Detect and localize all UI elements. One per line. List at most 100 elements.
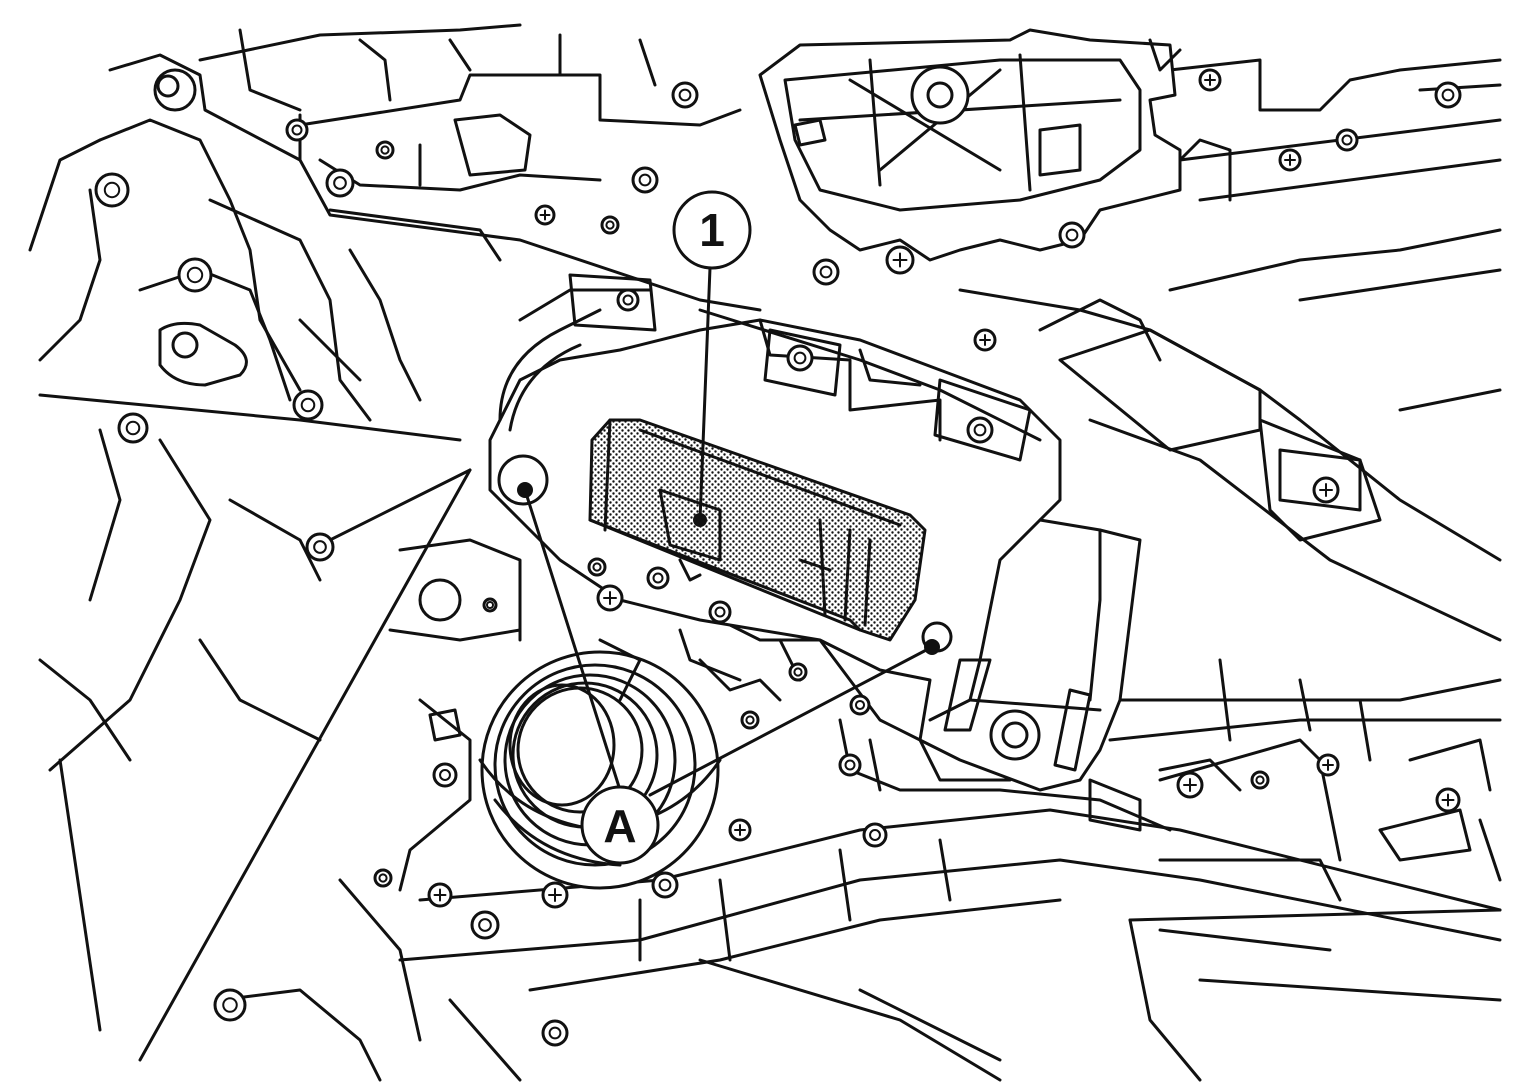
leader-dot-a-left (517, 482, 533, 498)
bolt-center (592, 562, 602, 572)
leader-dot-part-1 (693, 513, 707, 527)
screw-cross (433, 888, 447, 902)
bolt-center (714, 606, 726, 618)
bolt-icon (838, 753, 862, 777)
bolt-icon (482, 597, 498, 613)
bolt-center (1341, 134, 1353, 146)
bolt-icon (812, 258, 840, 286)
leader-line-a-left (523, 488, 622, 792)
bolt-icon (1250, 770, 1270, 790)
bolt-icon (213, 988, 247, 1022)
right-structure (958, 228, 1502, 642)
screw-cross (603, 591, 617, 605)
bolt-icon (740, 710, 760, 730)
callout-part-1: 1 (672, 190, 752, 270)
bolt-center (380, 145, 390, 155)
bolt-icon (325, 168, 355, 198)
bolt-icon (616, 288, 640, 312)
screw-cross (1441, 793, 1455, 807)
bolt-center (678, 88, 692, 102)
screw-cross (1204, 74, 1216, 86)
bolt-icon (470, 910, 500, 940)
bolt-icon (966, 416, 994, 444)
bolt-center (652, 572, 664, 584)
callout-leaders (517, 266, 940, 797)
screw-cross (1183, 778, 1197, 792)
bolt-center (638, 173, 652, 187)
bolt-center (222, 997, 238, 1013)
bolt-icon (671, 81, 699, 109)
screw-cross (1319, 483, 1333, 497)
bolt-icon (631, 166, 659, 194)
bolt-icon (1058, 221, 1086, 249)
bolt-center (125, 420, 141, 436)
bolt-icon (849, 694, 871, 716)
bolt-center (658, 878, 672, 892)
screw-cross (539, 209, 551, 221)
bolt-icon (305, 532, 335, 562)
bolt-center (486, 601, 494, 609)
bolt-center (605, 220, 615, 230)
screw-cross (734, 824, 746, 836)
bolt-icon (1434, 81, 1462, 109)
bolt-group (94, 68, 1462, 1047)
bolt-center (548, 1026, 562, 1040)
bolt-center (854, 699, 866, 711)
bolt-center (1255, 775, 1265, 785)
bolt-center (1065, 228, 1079, 242)
callout-circle-part-1 (672, 190, 752, 270)
bolt-center (745, 715, 755, 725)
bolt-icon (117, 412, 149, 444)
bolt-icon (646, 566, 670, 590)
screw-cross (1284, 154, 1296, 166)
bolt-center (439, 769, 451, 781)
left-structure (28, 68, 502, 1062)
bolt-center (186, 266, 204, 284)
screw-cross (1322, 759, 1334, 771)
bolt-center (973, 423, 987, 437)
bolt-icon (292, 389, 324, 421)
bolt-icon (587, 557, 607, 577)
bolt-icon (788, 662, 808, 682)
callout-label-part-1: 1 (699, 204, 725, 256)
bolt-icon (862, 822, 888, 848)
bolt-center (1441, 88, 1455, 102)
bolt-icon (541, 1019, 569, 1047)
screw-cross (548, 888, 562, 902)
bolt-icon (285, 118, 309, 142)
bolt-icon (600, 215, 620, 235)
leader-line-a-right (648, 645, 934, 797)
bolt-center (793, 351, 807, 365)
screw-cross (979, 334, 991, 346)
bolt-icon (1335, 128, 1359, 152)
bolt-icon (375, 140, 395, 160)
bolt-center (103, 181, 121, 199)
bolt-center (313, 540, 327, 554)
bolt-icon (432, 762, 458, 788)
callout-circle-point-a (580, 785, 660, 865)
bolt-center (300, 397, 316, 413)
bolt-icon (177, 257, 213, 293)
bolt-icon (786, 344, 814, 372)
bolt-center (291, 124, 303, 136)
bolt-center (378, 873, 388, 883)
leader-dot-a-right (924, 639, 940, 655)
bolt-icon (651, 871, 679, 899)
callout-label-point-a: A (603, 800, 636, 852)
bolt-center (478, 918, 492, 932)
bolt-center (622, 294, 634, 306)
lower-frame (218, 658, 1502, 1082)
callout-point-a: A (580, 785, 660, 865)
bolt-icon (708, 600, 732, 624)
leader-line-part-1 (698, 266, 712, 522)
bolt-icon (373, 868, 393, 888)
control-module (588, 418, 927, 642)
bolt-center (819, 265, 833, 279)
bolt-icon (94, 172, 130, 208)
bolt-center (333, 176, 347, 190)
screw-cross (892, 252, 908, 268)
bolt-center (844, 759, 856, 771)
bolt-center (793, 667, 803, 677)
